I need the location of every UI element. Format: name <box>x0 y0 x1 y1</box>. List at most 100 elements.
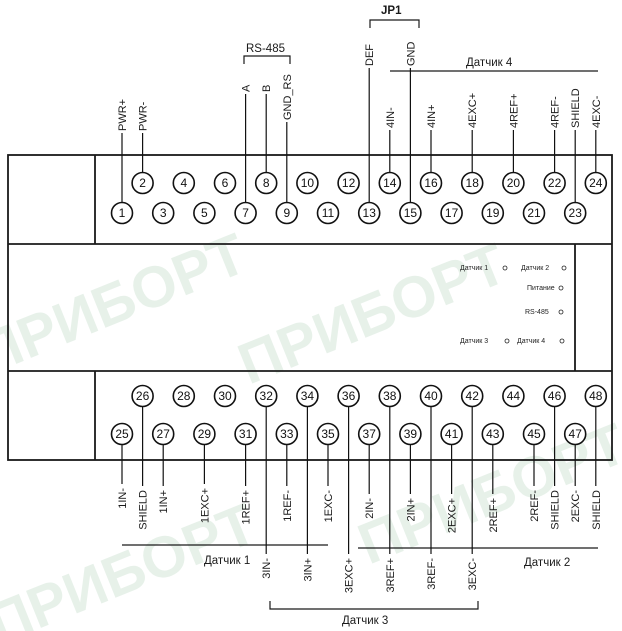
terminal-number: 8 <box>263 176 270 190</box>
terminal-label: 3EXC+ <box>344 558 356 593</box>
terminal-label: 2EXC+ <box>447 498 459 533</box>
terminal-label: 1EXC- <box>323 490 335 523</box>
sensor3-bracket <box>269 601 479 610</box>
terminal-10: 10 <box>296 171 319 195</box>
terminal-number: 18 <box>466 176 480 190</box>
terminal-label: 3REF- <box>426 558 438 590</box>
terminal-label: 4IN- <box>385 107 397 128</box>
terminal-label: 1REF+ <box>241 490 253 525</box>
led-label-rs485: RS-485 <box>525 309 549 316</box>
terminal-34: 34 <box>296 384 319 408</box>
terminal-circle <box>522 201 546 225</box>
terminal-21: 21 <box>522 201 546 225</box>
terminal-29: 29 <box>193 422 216 446</box>
terminal-32: 32 <box>254 384 278 408</box>
terminal-17: 17 <box>440 201 463 225</box>
terminal-39: 39 <box>399 422 422 446</box>
terminal-4: 4 <box>172 171 196 195</box>
led-label-power: Питание <box>527 285 555 292</box>
terminal-23: 23 <box>563 201 587 225</box>
terminal-circle <box>337 384 360 408</box>
terminal-circle <box>213 171 237 195</box>
terminal-12: 12 <box>337 171 360 195</box>
terminal-label: 1EXC+ <box>199 488 211 523</box>
terminal-15: 15 <box>399 201 422 225</box>
terminal-number: 15 <box>404 206 418 220</box>
terminal-label: GND <box>405 42 417 67</box>
terminal-30: 30 <box>213 384 237 408</box>
led-sensor2 <box>561 265 567 271</box>
terminal-label: 2EXC- <box>570 490 582 523</box>
terminal-14: 14 <box>378 171 402 195</box>
sensor4-title: Датчик 4 <box>466 57 513 69</box>
terminal-11: 11 <box>316 201 340 225</box>
terminal-circle <box>193 422 216 446</box>
terminal-circle <box>440 201 463 225</box>
device-housing <box>7 154 613 461</box>
terminal-circle <box>110 422 134 446</box>
terminal-number: 37 <box>363 427 377 441</box>
terminal-circle <box>172 171 196 195</box>
sensor1-title: Датчик 1 <box>204 555 250 567</box>
terminal-47: 47 <box>563 422 587 446</box>
jp1-bracket <box>369 19 420 28</box>
terminal-27: 27 <box>151 422 175 446</box>
terminal-circle <box>254 171 278 195</box>
terminal-circle <box>419 384 443 408</box>
terminal-circle <box>584 171 608 195</box>
terminal-circle <box>419 171 443 195</box>
rs485-bracket <box>243 55 291 64</box>
terminal-5: 5 <box>193 201 216 225</box>
terminal-label: 4REF- <box>550 96 562 128</box>
terminal-number: 5 <box>201 206 208 220</box>
terminal-circle <box>399 201 422 225</box>
terminal-number: 33 <box>280 427 294 441</box>
bottom-terminal-block: 2526272829303132333435363738394041424344… <box>110 384 608 446</box>
terminal-circle <box>481 201 505 225</box>
sensor3-title: Датчик 3 <box>342 615 388 627</box>
terminal-number: 30 <box>218 389 232 403</box>
terminal-number: 44 <box>507 389 521 403</box>
terminal-28: 28 <box>172 384 196 408</box>
terminal-circle <box>563 201 587 225</box>
terminal-number: 45 <box>527 427 541 441</box>
terminal-circle <box>296 171 319 195</box>
terminal-9: 9 <box>275 201 299 225</box>
terminal-number: 42 <box>466 389 480 403</box>
terminal-33: 33 <box>275 422 299 446</box>
jp1-title: JP1 <box>381 5 402 17</box>
terminal-31: 31 <box>234 422 257 446</box>
terminal-18: 18 <box>460 171 484 195</box>
terminal-number: 16 <box>424 176 438 190</box>
terminal-35: 35 <box>316 422 340 446</box>
terminal-6: 6 <box>213 171 237 195</box>
terminal-circle <box>357 201 381 225</box>
terminal-circle <box>337 171 360 195</box>
terminal-label: 4IN+ <box>426 104 438 128</box>
terminal-number: 35 <box>321 427 335 441</box>
terminal-circle <box>316 201 340 225</box>
terminal-number: 1 <box>119 206 126 220</box>
terminal-label: 3REF+ <box>385 558 397 593</box>
group-brackets <box>122 19 598 610</box>
led-label-sensor4: Датчик 4 <box>517 338 545 345</box>
terminal-22: 22 <box>543 171 566 195</box>
terminal-label: 4EXC+ <box>467 93 479 128</box>
indicator-panel: Датчик 1 Датчик 2 Питание RS-485 Датчик … <box>460 265 567 345</box>
terminal-label: 1REF- <box>282 490 294 522</box>
terminal-circle <box>172 384 196 408</box>
terminal-48: 48 <box>584 384 608 408</box>
led-rs485 <box>558 309 564 315</box>
terminal-circle <box>131 384 154 408</box>
terminal-circle <box>275 422 299 446</box>
housing-outline <box>7 154 613 461</box>
terminal-number: 24 <box>589 176 603 190</box>
led-label-sensor1: Датчик 1 <box>460 265 488 272</box>
terminal-number: 14 <box>383 176 397 190</box>
led-power <box>558 285 564 291</box>
terminal-circle <box>399 422 422 446</box>
rs485-title: RS-485 <box>246 43 285 55</box>
group-titles: JP1 RS-485 Датчик 4 Датчик 1 Датчик 2 Да… <box>204 5 570 627</box>
terminal-circle <box>254 384 278 408</box>
